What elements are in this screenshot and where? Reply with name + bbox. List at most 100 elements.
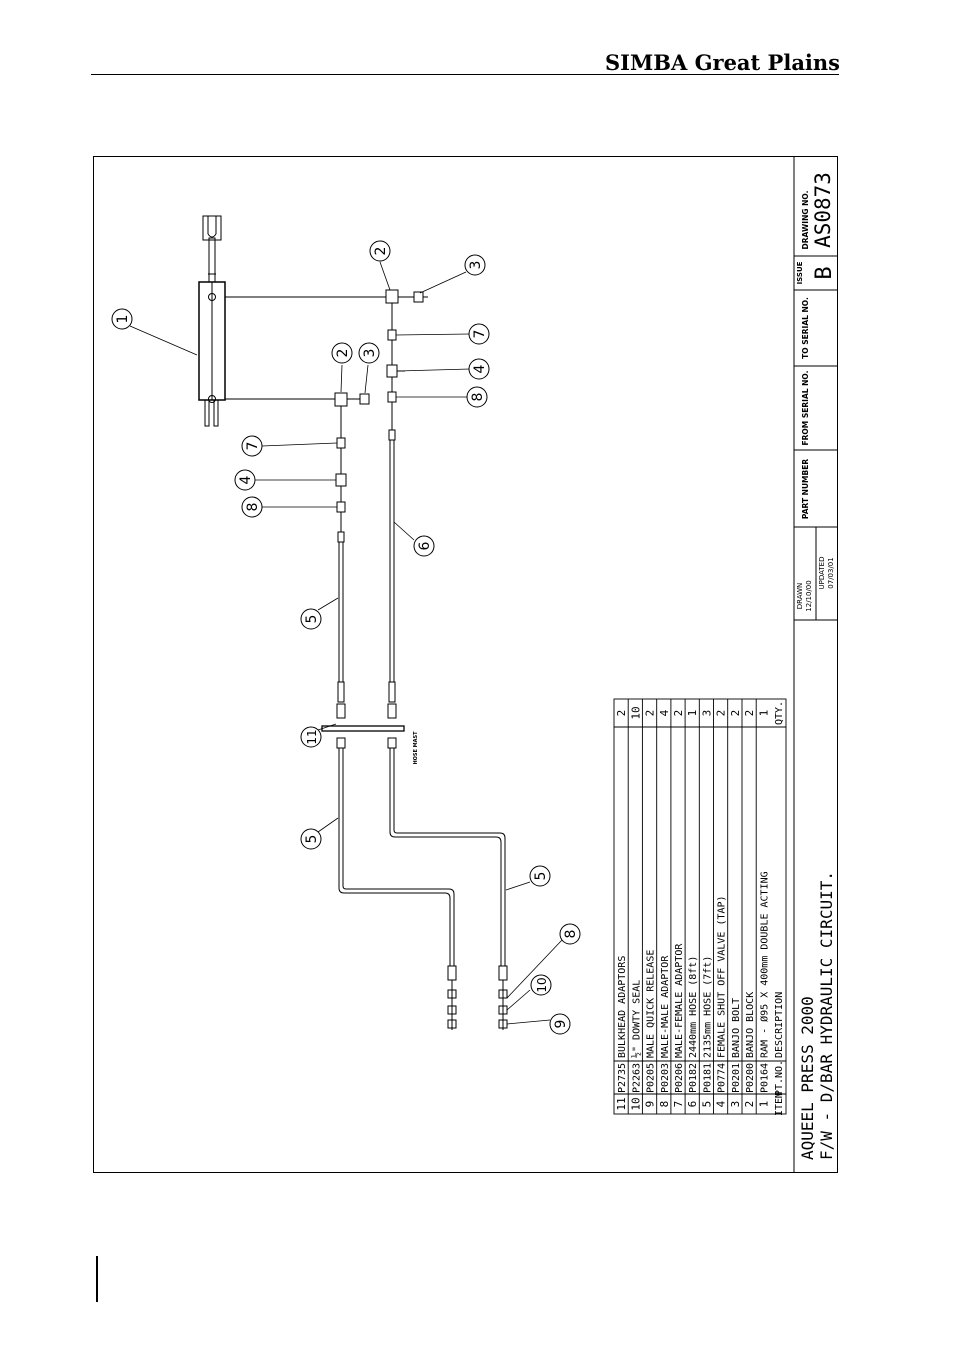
- col-header-description: DESCRIPTION: [774, 992, 785, 1058]
- balloon-8-left: 8: [245, 503, 261, 512]
- balloon-3-upper: 3: [468, 261, 484, 270]
- svg-text:7: 7: [672, 1101, 685, 1108]
- drawn-label: DRAWN: [796, 583, 804, 610]
- svg-text:2: 2: [743, 710, 756, 717]
- svg-text:MALE-MALE ADAPTOR: MALE-MALE ADAPTOR: [660, 955, 671, 1058]
- hose-item-5-lower-left: [338, 748, 457, 1030]
- svg-text:9: 9: [644, 1101, 657, 1108]
- svg-text:P0201: P0201: [731, 1063, 742, 1093]
- col-header-qty: QTY.: [774, 701, 785, 725]
- svg-text:10: 10: [629, 706, 642, 719]
- svg-text:11: 11: [615, 1097, 628, 1110]
- svg-text:8: 8: [658, 1101, 671, 1108]
- updated-date: 07/03/01: [827, 557, 835, 588]
- balloon-5-upper: 5: [304, 615, 320, 624]
- svg-text:P0200: P0200: [745, 1063, 756, 1093]
- table-row: 7 P0206 MALE-FEMALE ADAPTOR 2: [672, 710, 685, 1108]
- from-serial-label: FROM SERIAL NO.: [801, 370, 810, 445]
- hydraulic-ram: [198, 215, 226, 427]
- svg-text:2: 2: [644, 710, 657, 717]
- bulkhead-hose-mast: [321, 725, 405, 749]
- svg-text:P0181: P0181: [702, 1063, 713, 1093]
- balloon-4-right: 4: [472, 364, 488, 373]
- svg-text:5: 5: [700, 1101, 713, 1108]
- svg-text:P2735: P2735: [617, 1063, 628, 1093]
- svg-text:4: 4: [715, 1100, 728, 1107]
- svg-text:3: 3: [700, 710, 713, 717]
- svg-text:6: 6: [686, 1101, 699, 1108]
- table-cell-description: RAM - Ø95 X 400mm DOUBLE ACTING: [758, 871, 770, 1058]
- parts-table: ITEM PT.NO. DESCRIPTION QTY. 11 P2735 BU…: [613, 698, 787, 1116]
- svg-text:2: 2: [715, 710, 728, 717]
- svg-text:3: 3: [729, 1101, 742, 1108]
- hose-mast-note: HOSE MAST: [413, 731, 419, 765]
- balloon-3-lower: 3: [362, 349, 378, 358]
- svg-text:2: 2: [672, 710, 685, 717]
- table-row: 2 P0200 BANJO BLOCK 2: [743, 710, 756, 1108]
- balloon-11: 11: [305, 729, 319, 744]
- table-row: 8 P0203 MALE-MALE ADAPTOR 4: [658, 709, 671, 1107]
- drawn-date: 12/10/00: [805, 580, 813, 611]
- hose-item-6: [387, 429, 397, 719]
- table-row: 10 P2263 ½" DOWTY SEAL 10: [629, 706, 642, 1110]
- balloon-7-right: 7: [472, 330, 488, 339]
- header-rule: [91, 74, 839, 75]
- drawing-title-line1: AQUEEL PRESS 2000: [798, 996, 817, 1160]
- svg-text:BULKHEAD ADAPTORS: BULKHEAD ADAPTORS: [617, 956, 628, 1058]
- leader-lines: [129, 261, 563, 1025]
- part-number-label: PART NUMBER: [801, 459, 810, 519]
- balloon-5-lower-right: 5: [533, 872, 549, 881]
- svg-text:BANJO BLOCK: BANJO BLOCK: [745, 992, 756, 1058]
- svg-text:2440mm HOSE (8ft): 2440mm HOSE (8ft): [688, 956, 699, 1058]
- balloon-2-upper: 2: [373, 247, 389, 256]
- svg-text:P0205: P0205: [646, 1063, 657, 1093]
- drawing-title-line2: F/W - D/BAR HYDRAULIC CIRCUIT.: [817, 871, 836, 1160]
- drawing-frame: [93, 156, 838, 1173]
- margin-mark: [96, 1256, 98, 1302]
- svg-text:MALE QUICK RELEASE: MALE QUICK RELEASE: [646, 950, 657, 1058]
- drawing-no-label: DRAWING NO.: [801, 190, 810, 249]
- brand-title: SIMBA Great Plains: [604, 50, 840, 75]
- svg-text:1: 1: [686, 710, 699, 717]
- balloon-4-left: 4: [238, 475, 254, 484]
- balloon-8-lower: 8: [563, 930, 579, 939]
- updated-label: UPDATED: [818, 557, 826, 590]
- table-row: 3 P0201 BANJO BOLT 2: [729, 710, 742, 1108]
- balloon-7-left: 7: [245, 442, 261, 451]
- table-row: 4 P0774 FEMALE SHUT OFF VALVE (TAP) 2: [715, 710, 728, 1108]
- col-header-pt-no: PT.NO.: [774, 1060, 785, 1096]
- svg-text:2135mm HOSE (7ft): 2135mm HOSE (7ft): [702, 956, 713, 1058]
- balloon-2-lower: 2: [335, 349, 351, 358]
- to-serial-label: TO SERIAL NO.: [801, 297, 810, 359]
- table-row: 9 P0205 MALE QUICK RELEASE 2: [644, 710, 657, 1108]
- svg-text:2: 2: [615, 710, 628, 717]
- table-cell-qty: 1: [757, 710, 770, 717]
- table-row: 6 P0182 2440mm HOSE (8ft) 1: [686, 710, 699, 1108]
- svg-text:2: 2: [729, 710, 742, 717]
- hose-item-5-lower-right: [389, 748, 508, 1030]
- drawing-no-value: AS0873: [811, 172, 835, 248]
- issue-label: ISSUE: [796, 261, 804, 284]
- balloon-5-lower-left: 5: [304, 835, 320, 844]
- svg-text:MALE-FEMALE ADAPTOR: MALE-FEMALE ADAPTOR: [674, 943, 685, 1058]
- table-row: 11 P2735 BULKHEAD ADAPTORS 2: [615, 710, 628, 1111]
- svg-text:FEMALE SHUT OFF VALVE (TAP): FEMALE SHUT OFF VALVE (TAP): [717, 895, 728, 1058]
- svg-text:P2263: P2263: [631, 1063, 642, 1093]
- table-cell-item: 1: [757, 1101, 770, 1108]
- svg-text:BANJO BOLT: BANJO BOLT: [731, 998, 742, 1058]
- balloon-8-right: 8: [470, 393, 486, 402]
- svg-text:10: 10: [629, 1097, 642, 1110]
- svg-text:P0182: P0182: [688, 1063, 699, 1093]
- svg-text:4: 4: [658, 709, 671, 716]
- col-header-item: ITEM: [774, 1092, 785, 1116]
- table-row: 5 P0181 2135mm HOSE (7ft) 3: [700, 710, 713, 1108]
- hose-item-5-upper: [336, 531, 346, 719]
- balloon-10: 10: [535, 977, 549, 992]
- right-fitting-stack: [385, 289, 428, 430]
- balloon-6: 6: [417, 541, 433, 550]
- balloon-9: 9: [553, 1020, 569, 1029]
- svg-text:P0203: P0203: [660, 1063, 671, 1093]
- svg-text:P0774: P0774: [717, 1063, 728, 1093]
